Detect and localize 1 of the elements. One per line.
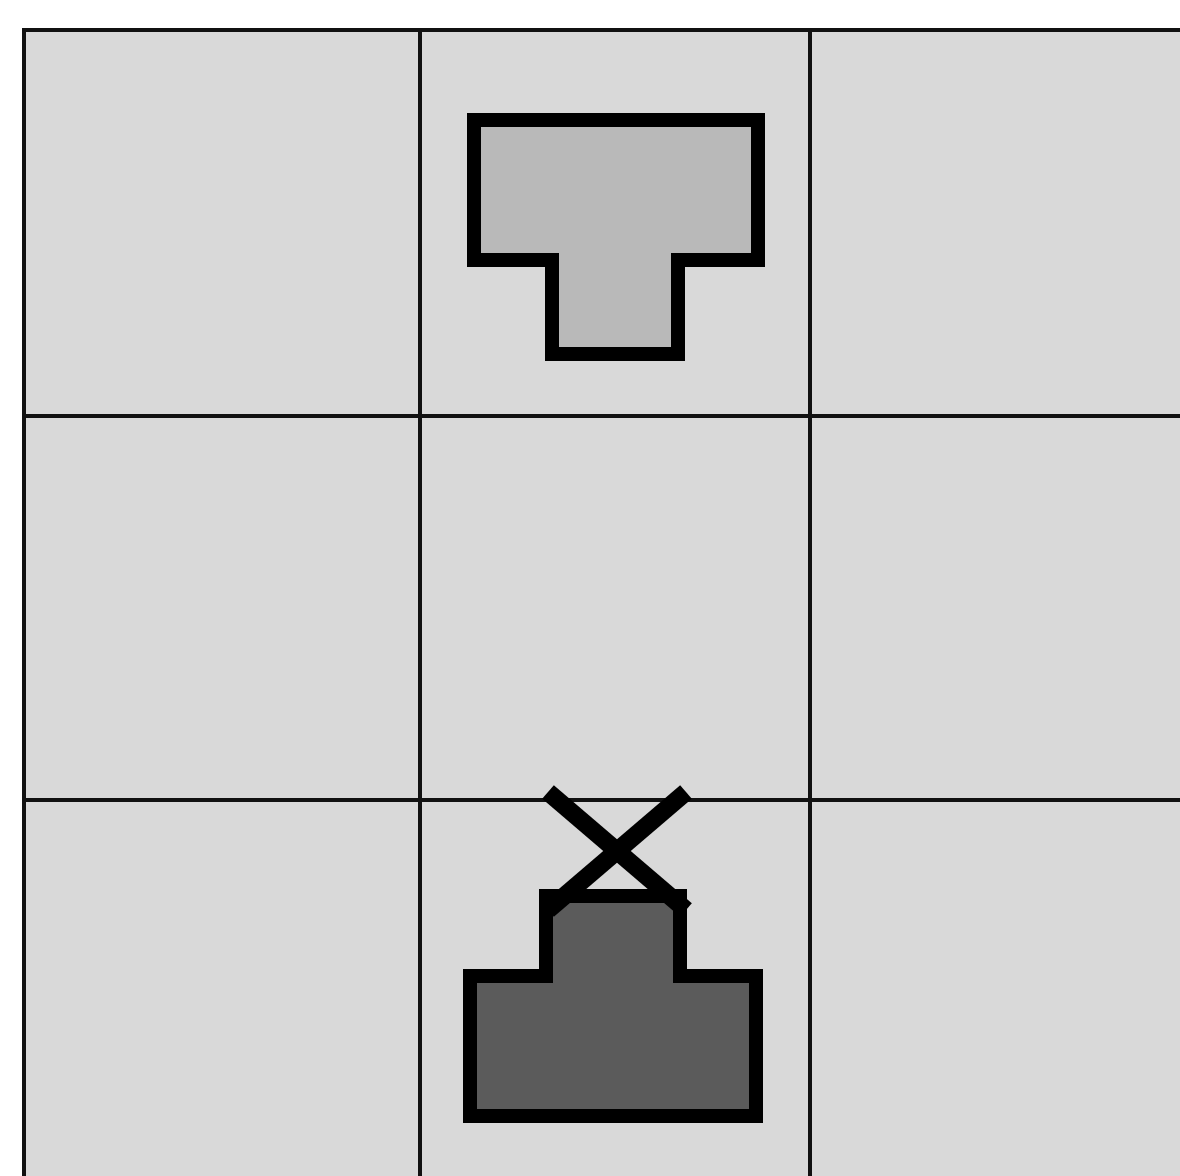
t-piece	[467, 113, 765, 361]
